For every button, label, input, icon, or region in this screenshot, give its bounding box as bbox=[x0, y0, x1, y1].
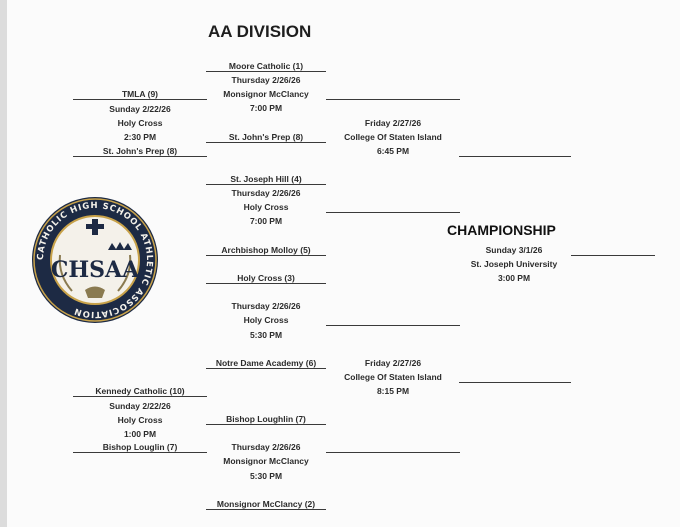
qf4-team1: Bishop Loughlin (7) bbox=[226, 414, 306, 424]
page-title: AA DIVISION bbox=[208, 22, 312, 41]
bracket-line bbox=[206, 283, 326, 284]
bracket-line bbox=[206, 255, 326, 256]
bracket-line bbox=[73, 156, 207, 157]
r1-top-time: 2:30 PM bbox=[123, 132, 157, 142]
qf1-team2: St. John's Prep (8) bbox=[228, 132, 304, 142]
r1-top-team2: St. John's Prep (8) bbox=[102, 146, 178, 156]
qf4-venue: Monsignor McClancy bbox=[223, 456, 309, 466]
r1-bottom-venue: Holy Cross bbox=[117, 415, 163, 425]
left-border bbox=[0, 0, 7, 527]
qf3-team1: Holy Cross (3) bbox=[237, 273, 295, 283]
sf1-date: Friday 2/27/26 bbox=[364, 118, 422, 128]
bracket-line bbox=[73, 396, 207, 397]
bracket-line bbox=[459, 382, 571, 383]
championship-title: CHAMPIONSHIP bbox=[447, 222, 556, 238]
bracket-line bbox=[206, 142, 326, 143]
championship-time: 3:00 PM bbox=[497, 273, 531, 283]
r1-top-team1: TMLA (9) bbox=[121, 89, 159, 99]
qf4-team2: Monsignor McClancy (2) bbox=[216, 499, 316, 509]
championship-venue: St. Joseph University bbox=[470, 259, 558, 269]
qf1-venue: Monsignor McClancy bbox=[223, 89, 309, 99]
sf1-time: 6:45 PM bbox=[376, 146, 410, 156]
qf1-date: Thursday 2/26/26 bbox=[231, 75, 301, 85]
bracket-line bbox=[206, 509, 326, 510]
bracket-line bbox=[73, 452, 207, 453]
r1-top-venue: Holy Cross bbox=[117, 118, 163, 128]
sf2-time: 8:15 PM bbox=[376, 386, 410, 396]
bracket-line bbox=[206, 424, 326, 425]
r1-bottom-time: 1:00 PM bbox=[123, 429, 157, 439]
qf2-team2: Archbishop Molloy (5) bbox=[221, 245, 311, 255]
bracket-line bbox=[459, 156, 571, 157]
qf2-date: Thursday 2/26/26 bbox=[231, 188, 301, 198]
r1-bottom-team1: Kennedy Catholic (10) bbox=[95, 386, 185, 396]
qf2-team1: St. Joseph Hill (4) bbox=[230, 174, 302, 184]
qf3-date: Thursday 2/26/26 bbox=[231, 301, 301, 311]
sf2-date: Friday 2/27/26 bbox=[364, 358, 422, 368]
logo-letters: CHSAA bbox=[51, 257, 140, 283]
bracket-line bbox=[206, 71, 326, 72]
bracket-line bbox=[571, 255, 655, 256]
logo-icon: CATHOLIC HIGH SCHOOL ATHLETIC ASSOCIATIO… bbox=[32, 197, 158, 323]
sf1-venue: College Of Staten Island bbox=[344, 132, 442, 142]
r1-bottom-date: Sunday 2/22/26 bbox=[109, 401, 171, 411]
championship-date: Sunday 3/1/26 bbox=[485, 245, 543, 255]
bracket-line bbox=[326, 99, 460, 100]
chsaa-logo: CATHOLIC HIGH SCHOOL ATHLETIC ASSOCIATIO… bbox=[30, 195, 160, 325]
bracket-line bbox=[206, 368, 326, 369]
qf4-time: 5:30 PM bbox=[249, 471, 283, 481]
bracket-line bbox=[326, 325, 460, 326]
qf3-time: 5:30 PM bbox=[249, 330, 283, 340]
qf1-time: 7:00 PM bbox=[249, 103, 283, 113]
bracket-line bbox=[206, 184, 326, 185]
sf2-venue: College Of Staten Island bbox=[344, 372, 442, 382]
bracket-line bbox=[326, 452, 460, 453]
qf3-venue: Holy Cross bbox=[243, 315, 289, 325]
qf3-team2: Notre Dame Academy (6) bbox=[215, 358, 317, 368]
r1-top-date: Sunday 2/22/26 bbox=[109, 104, 171, 114]
bracket-line bbox=[73, 99, 207, 100]
r1-bottom-team2: Bishop Louglin (7) bbox=[102, 442, 178, 452]
qf2-time: 7:00 PM bbox=[249, 216, 283, 226]
qf1-team1: Moore Catholic (1) bbox=[228, 61, 304, 71]
bracket-line bbox=[326, 212, 460, 213]
qf2-venue: Holy Cross bbox=[243, 202, 289, 212]
qf4-date: Thursday 2/26/26 bbox=[231, 442, 301, 452]
